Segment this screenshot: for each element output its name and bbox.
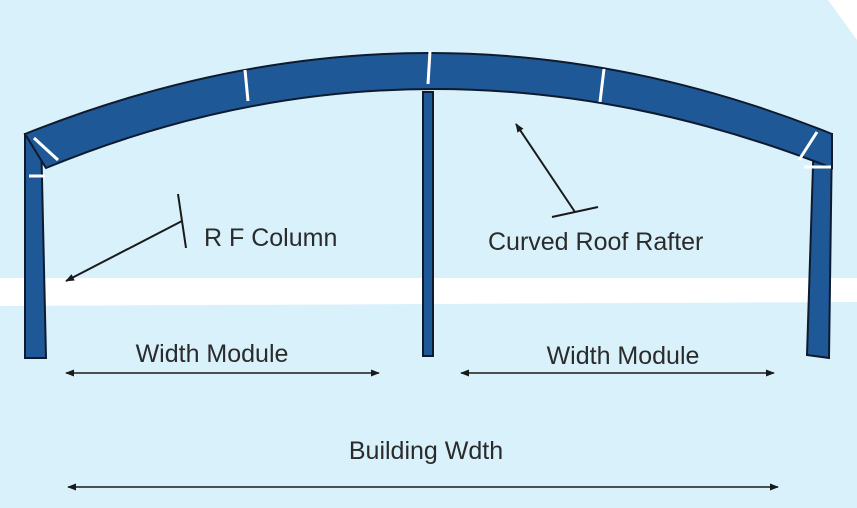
width-module-right-label: Width Module bbox=[547, 342, 700, 370]
leader-curved-roof-rafter bbox=[515, 123, 599, 218]
rafter-joint bbox=[32, 136, 60, 162]
rafter-joint bbox=[426, 50, 432, 85]
rafter-joint bbox=[243, 69, 250, 102]
center-column bbox=[422, 91, 434, 357]
width-module-left-label: Width Module bbox=[136, 340, 289, 368]
corner-highlight bbox=[828, 0, 857, 40]
rafter-joint bbox=[598, 68, 606, 103]
curved-roof-rafter-label: Curved Roof Rafter bbox=[488, 228, 703, 256]
curved-roof-rafter bbox=[23, 52, 833, 170]
rf-column-label: R F Column bbox=[204, 224, 337, 252]
leader-arrow bbox=[515, 123, 576, 213]
leader-arrow bbox=[65, 220, 183, 282]
building-width-label: Building Wdth bbox=[349, 437, 503, 465]
rafter-joint bbox=[797, 131, 819, 161]
leader-rf-column bbox=[65, 193, 187, 282]
rafter-joints bbox=[29, 50, 831, 178]
